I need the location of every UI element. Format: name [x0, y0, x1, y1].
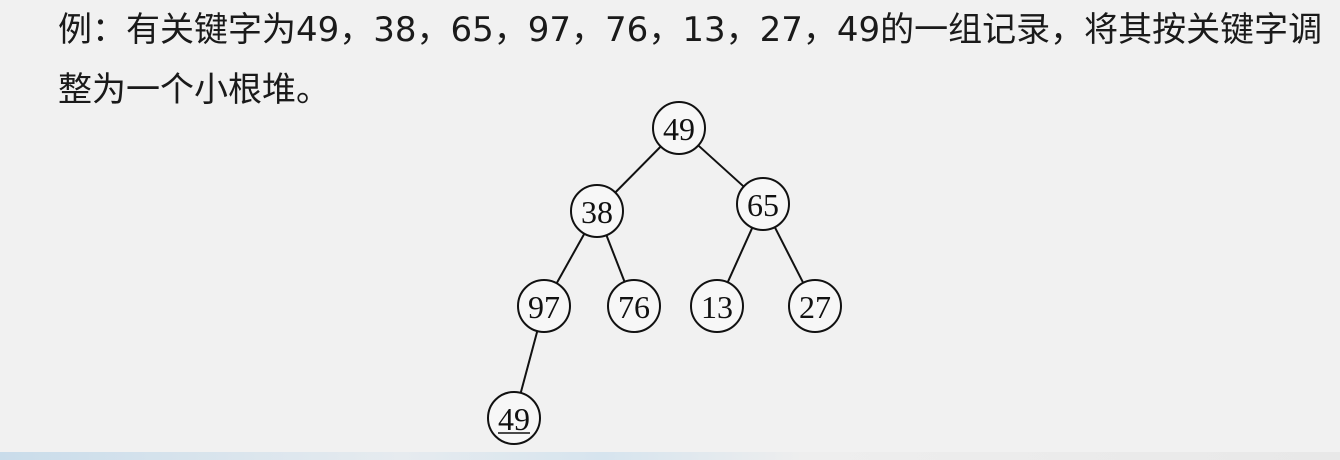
- tree-node-label: 27: [799, 289, 831, 325]
- tree-edges: [519, 144, 805, 394]
- tree-node-circle: [788, 279, 842, 333]
- tree-edge: [605, 234, 626, 283]
- tree-node-circle: [607, 279, 661, 333]
- tree-node: 49: [487, 391, 541, 445]
- tree-node-label: 13: [701, 289, 733, 325]
- problem-statement: 例：有关键字为49，38，65，97，76，13，27，49的一组记录，将其按关…: [58, 10, 1323, 110]
- tree-node-circle: [570, 184, 624, 238]
- tree-node-circle: [690, 279, 744, 333]
- tree-edge: [555, 233, 586, 284]
- tree-nodes: 49 38 65 97 76 13 27 49: [487, 101, 842, 445]
- bottom-edge-strip: [0, 452, 1340, 460]
- tree-node-label: 76: [618, 289, 650, 325]
- tree-node: 49: [652, 101, 706, 155]
- tree-edge: [697, 144, 745, 188]
- tree-node-label: 49: [498, 401, 530, 437]
- tree-node: 65: [736, 177, 790, 231]
- tree-node-label: 38: [581, 194, 613, 230]
- tree-edge: [614, 145, 662, 194]
- tree-edge: [519, 330, 539, 394]
- tree-node: 76: [607, 279, 661, 333]
- tree-node-circle: [652, 101, 706, 155]
- tree-node: 38: [570, 184, 624, 238]
- tree-node: 97: [517, 279, 571, 333]
- tree-node-circle: [517, 279, 571, 333]
- tree-node-circle: [736, 177, 790, 231]
- tree-node: 27: [788, 279, 842, 333]
- tree-node-label: 65: [747, 187, 779, 223]
- tree-edge: [726, 227, 754, 283]
- tree-node-label: 49: [663, 111, 695, 147]
- tree-edge: [773, 226, 805, 284]
- tree-node-circle: [487, 391, 541, 445]
- tree-node-label: 97: [528, 289, 560, 325]
- tree-node: 13: [690, 279, 744, 333]
